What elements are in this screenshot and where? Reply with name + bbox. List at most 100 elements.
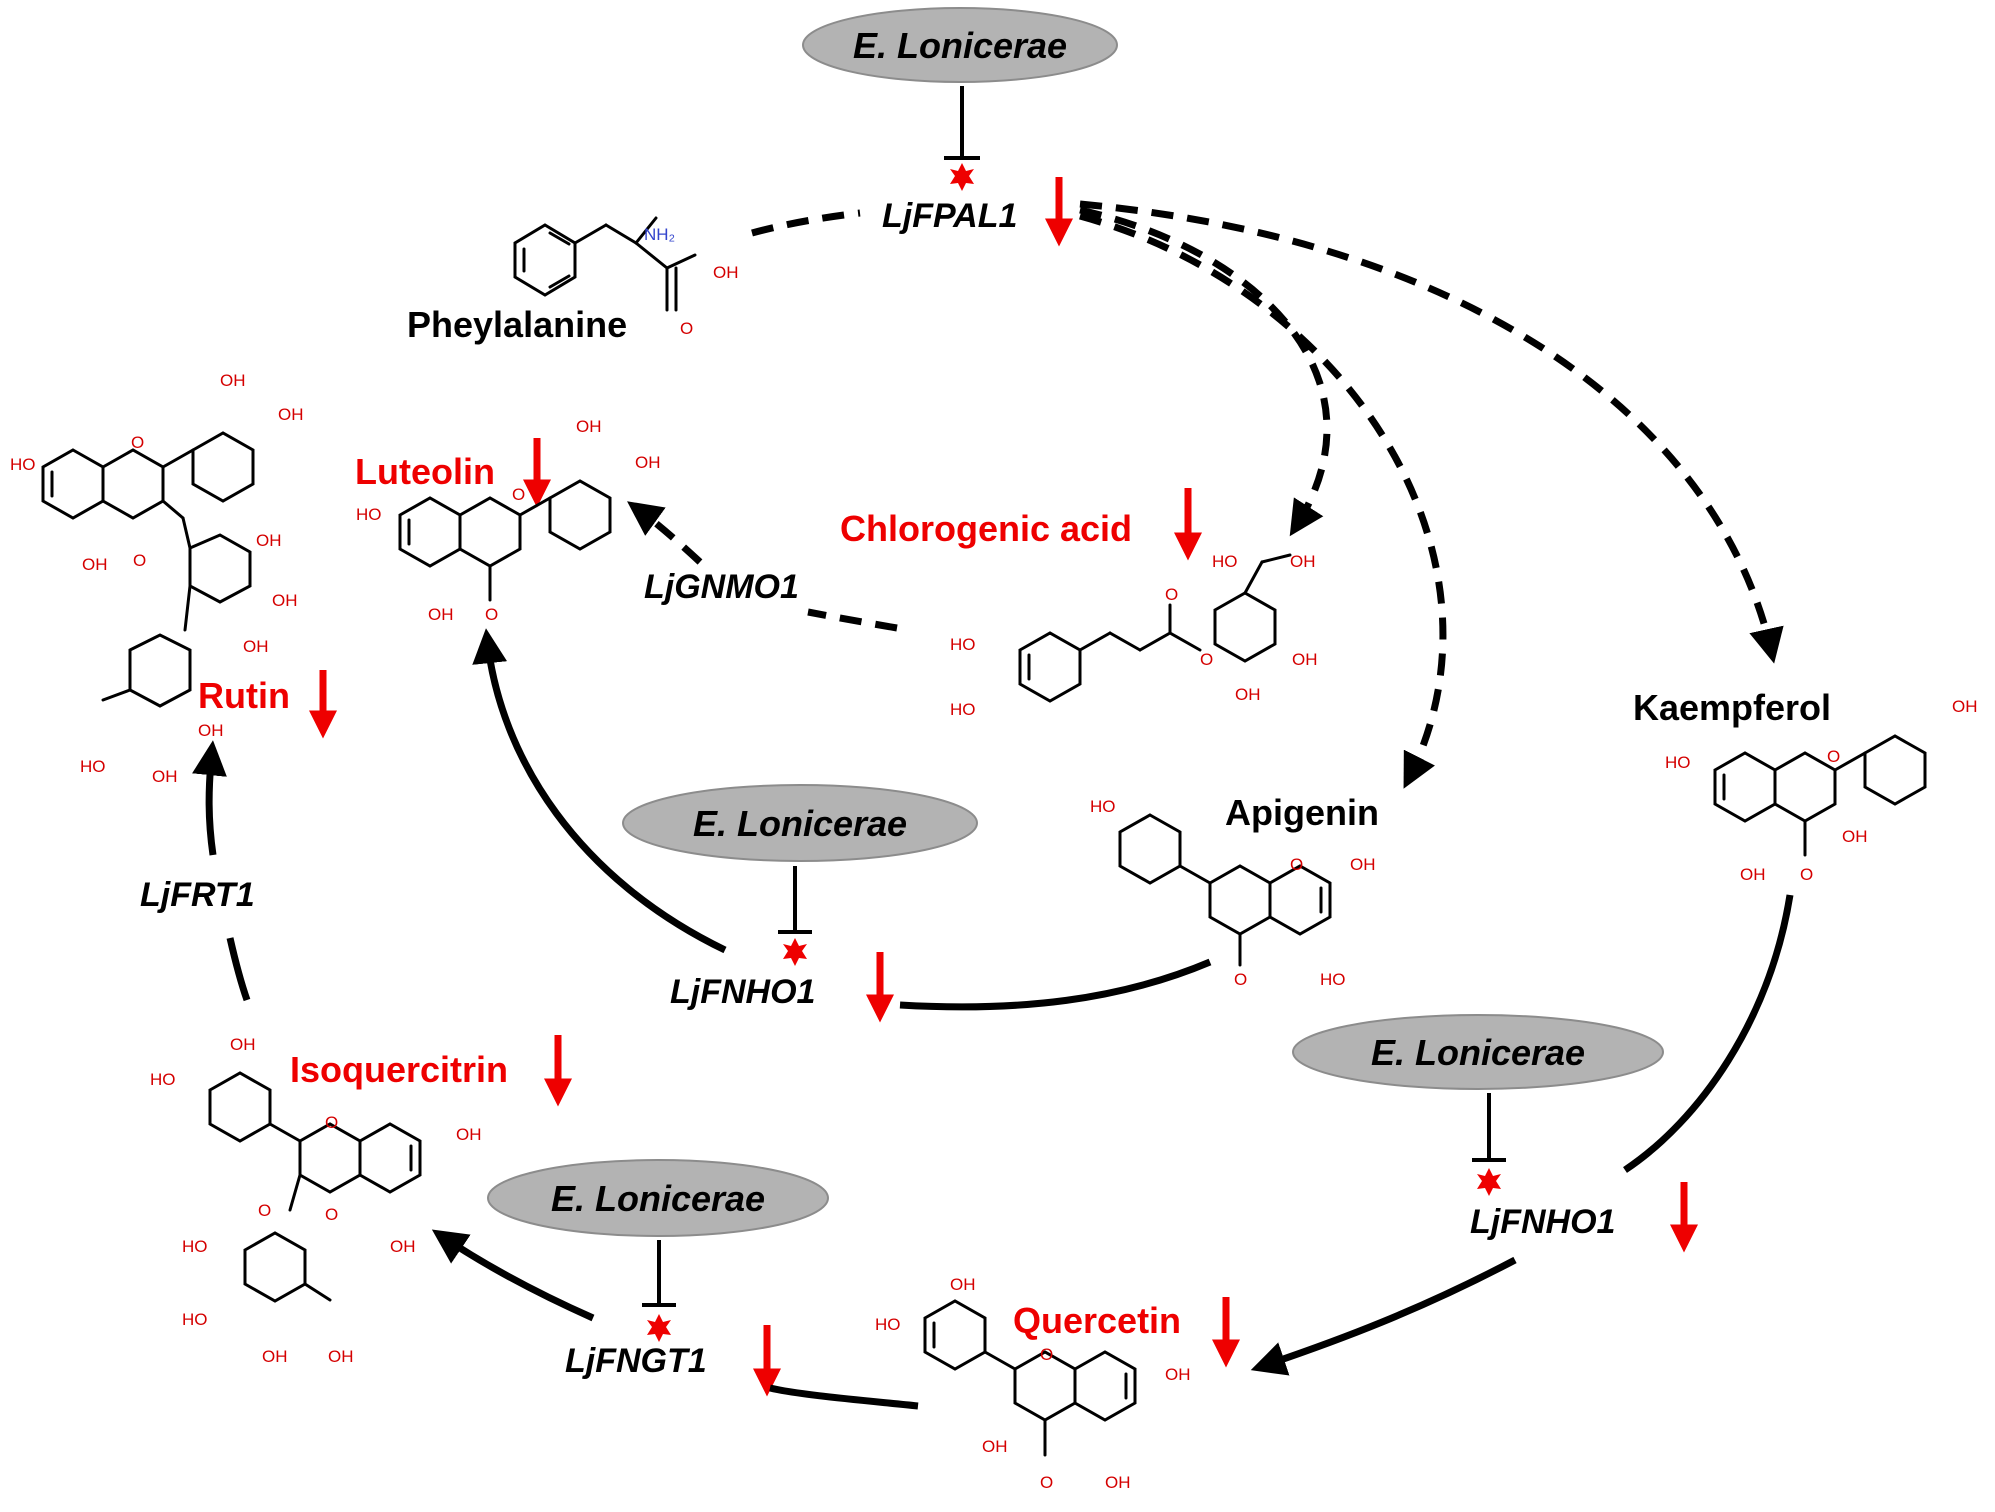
label-kaempferol: Kaempferol — [1633, 687, 1831, 728]
gene-lj-frt1: LjFRT1 — [140, 876, 255, 914]
solid-arrow-quercetin — [1250, 1256, 1517, 1376]
atom-o: O — [131, 433, 144, 452]
inhibition-right — [1472, 1093, 1506, 1196]
atom-oh: OH — [456, 1125, 482, 1144]
atom-o: O — [1234, 970, 1247, 989]
dashed-connector — [751, 209, 861, 237]
atom-oh: OH — [428, 605, 454, 624]
solid-arrow-isoquercitrin — [431, 1229, 595, 1322]
atom-ho: HO — [1665, 753, 1691, 772]
dashed-arrow-luteolin — [627, 501, 703, 565]
dashed-connector — [807, 608, 898, 632]
atom-o: O — [258, 1201, 271, 1220]
atom-o: O — [1040, 1473, 1053, 1492]
pathway-arrows — [192, 200, 1794, 1410]
dashed-arrow-chlorogenic — [1079, 206, 1331, 537]
pathogen-label: E. Lonicerae — [551, 1178, 765, 1219]
atom-o: O — [512, 485, 525, 504]
dashed-arrow-kaempferol — [1079, 200, 1784, 664]
atom-o: O — [1827, 747, 1840, 766]
atom-oh: OH — [713, 263, 739, 282]
atom-oh: OH — [1235, 685, 1261, 704]
atom-oh: OH — [576, 417, 602, 436]
label-luteolin: Luteolin — [355, 451, 495, 492]
pathogen-label: E. Lonicerae — [853, 25, 1067, 66]
atom-oh: OH — [1292, 650, 1318, 669]
atom-o: O — [1040, 1345, 1053, 1364]
gene-lj-fnho1-left: LjFNHO1 — [670, 973, 815, 1011]
atom-o: O — [325, 1205, 338, 1224]
atom-ho: HO — [875, 1315, 901, 1334]
inhibition-top — [944, 86, 980, 191]
label-chlorogenic-acid: Chlorogenic acid — [840, 508, 1132, 549]
atom-oh: OH — [1105, 1473, 1131, 1492]
burst-icon — [1477, 1168, 1501, 1196]
solid-arrow-rutin — [192, 740, 227, 856]
solid-connector — [226, 937, 251, 1002]
label-quercetin: Quercetin — [1013, 1300, 1181, 1341]
atom-oh: OH — [1952, 697, 1978, 716]
atom-ho: HO — [1090, 797, 1116, 816]
atom-o: O — [1290, 855, 1303, 874]
atom-oh: OH — [1350, 855, 1376, 874]
atom-o: O — [1200, 650, 1213, 669]
structure-chlorogenic-acid: HO HO O O HO OH OH OH — [950, 552, 1318, 719]
label-isoquercitrin: Isoquercitrin — [290, 1049, 508, 1090]
structure-rutin: HO OH O O OH OH OH OH OH OH HO OH — [10, 371, 304, 786]
atom-oh: OH — [220, 371, 246, 390]
atom-ho: HO — [1320, 970, 1346, 989]
structure-kaempferol: HO OH O OH O OH — [1665, 697, 1978, 884]
atom-oh: OH — [328, 1347, 354, 1366]
pathogen-label: E. Lonicerae — [693, 803, 907, 844]
label-rutin: Rutin — [198, 675, 290, 716]
structure-luteolin: HO OH O O OH OH — [356, 417, 661, 624]
atom-oh: OH — [152, 767, 178, 786]
solid-connector — [769, 1384, 919, 1410]
gene-lj-gnmo1: LjGNMO1 — [644, 568, 799, 606]
atom-ho: HO — [10, 455, 36, 474]
atom-oh: OH — [950, 1275, 976, 1294]
down-arrows — [309, 177, 1698, 1397]
atom-oh: OH — [256, 531, 282, 550]
atom-oh: OH — [1842, 827, 1868, 846]
atom-oh: OH — [272, 591, 298, 610]
atom-ho: HO — [950, 635, 976, 654]
inhibition-middle — [778, 866, 812, 966]
atom-o: O — [680, 319, 693, 338]
atom-oh: OH — [230, 1035, 256, 1054]
atom-o: O — [1800, 865, 1813, 884]
atom-ho: HO — [182, 1310, 208, 1329]
burst-icon — [950, 163, 974, 191]
burst-icon — [647, 1314, 671, 1342]
atom-ho: HO — [1212, 552, 1238, 571]
atom-oh: OH — [1165, 1365, 1191, 1384]
atom-o: O — [133, 551, 146, 570]
atom-o: O — [1165, 585, 1178, 604]
atom-oh: OH — [243, 637, 269, 656]
inhibition-bottom — [642, 1240, 676, 1342]
atom-o: O — [485, 605, 498, 624]
label-phenylalanine: Pheylalanine — [407, 304, 627, 345]
pathogen-right: E. Lonicerae — [1292, 1014, 1664, 1090]
pathogen-top: E. Lonicerae — [802, 7, 1118, 83]
atom-ho: HO — [950, 700, 976, 719]
solid-arrow-luteolin — [472, 628, 727, 954]
label-apigenin: Apigenin — [1225, 792, 1379, 833]
atom-ho: HO — [182, 1237, 208, 1256]
atom-oh: OH — [1290, 552, 1316, 571]
atom-ho: HO — [356, 505, 382, 524]
solid-connector — [899, 958, 1212, 1011]
structure-apigenin: HO O OH O HO — [1090, 797, 1376, 989]
atom-o: O — [325, 1113, 338, 1132]
gene-lj-fngt1: LjFNGT1 — [565, 1342, 707, 1380]
structure-quercetin: OH HO O OH OH O OH — [875, 1275, 1191, 1492]
pathogen-label: E. Lonicerae — [1371, 1032, 1585, 1073]
gene-lj-fpal1: LjFPAL1 — [882, 197, 1017, 235]
atom-ho: HO — [80, 757, 106, 776]
atom-oh: OH — [1740, 865, 1766, 884]
atom-oh: OH — [82, 555, 108, 574]
atom-oh: OH — [390, 1237, 416, 1256]
atom-oh: OH — [278, 405, 304, 424]
dashed-arrow-apigenin — [1079, 212, 1447, 789]
